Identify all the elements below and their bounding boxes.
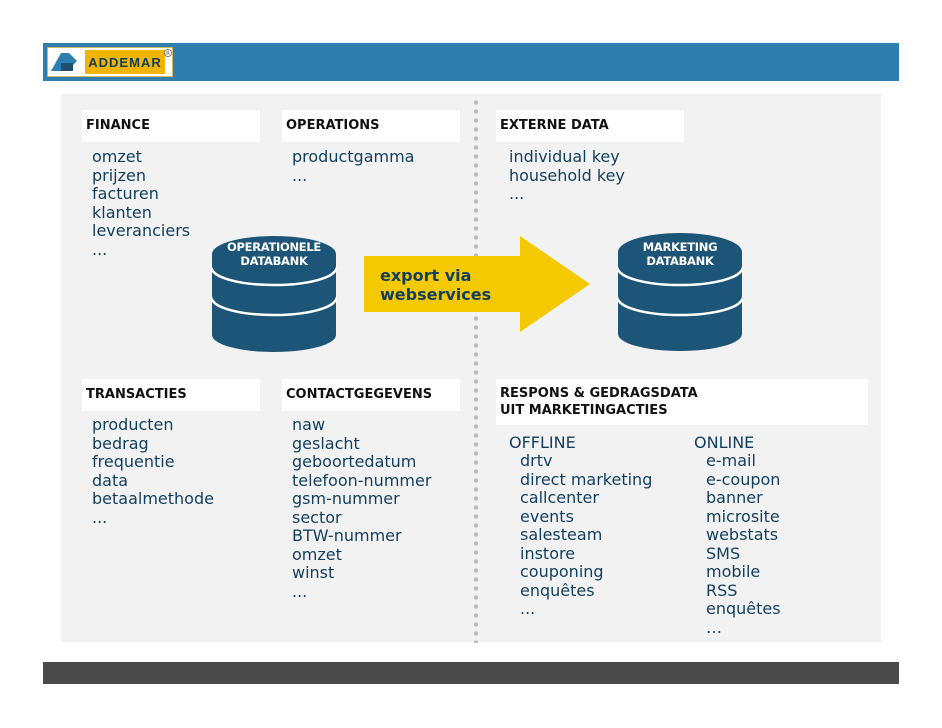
- respons-header-line2: UIT MARKETINGACTIES: [500, 403, 668, 418]
- list-item: enquêtes: [706, 599, 781, 618]
- list-item: ...: [292, 165, 308, 185]
- list-item: e-mail: [706, 451, 756, 470]
- contactgegevens-header: CONTACTGEGEVENS: [282, 379, 460, 411]
- list-item: callcenter: [520, 488, 599, 507]
- list-item: geslacht: [292, 433, 360, 453]
- online-list: e-mail e-coupon banner microsite webstat…: [706, 451, 781, 637]
- respons-header: RESPONS & GEDRAGSDATA UIT MARKETINGACTIE…: [496, 379, 868, 425]
- finance-header: FINANCE: [82, 110, 260, 142]
- marketing-db-label: MARKETING DATABANK: [618, 240, 742, 268]
- arrow-label: export via webservices: [380, 266, 491, 304]
- export-arrow: [364, 236, 590, 332]
- marketing-database-icon: [616, 233, 744, 351]
- operations-list: productgamma ...: [292, 147, 415, 185]
- db-label-line2: DATABANK: [240, 254, 308, 268]
- header-bar: [43, 43, 899, 81]
- list-item: data: [92, 470, 129, 490]
- list-item: events: [520, 506, 574, 526]
- diagram-background: [61, 94, 881, 642]
- list-item: direct marketing: [520, 469, 653, 489]
- list-item: drtv: [520, 451, 553, 470]
- list-item: productgamma: [292, 147, 415, 166]
- db-label-line1: OPERATIONELE: [227, 240, 321, 254]
- list-item: webstats: [706, 525, 779, 544]
- list-item: winst: [292, 563, 335, 582]
- list-item: mobile: [706, 562, 761, 581]
- svg-text:R: R: [166, 51, 170, 57]
- list-item: betaalmethode: [92, 489, 214, 508]
- transacties-list: producten bedrag frequentie data betaalm…: [92, 415, 214, 527]
- list-item: klanten: [92, 202, 152, 222]
- list-item: individual key: [509, 147, 620, 166]
- list-item: household key: [509, 165, 625, 185]
- list-item: naw: [292, 415, 326, 434]
- list-item: SMS: [706, 543, 741, 563]
- list-item: bedrag: [92, 433, 149, 453]
- list-item: …: [706, 617, 722, 637]
- respons-header-line1: RESPONS & GEDRAGSDATA: [500, 386, 698, 401]
- dotted-divider: [474, 98, 478, 643]
- transacties-header: TRANSACTIES: [82, 379, 260, 411]
- footer-bar: [43, 662, 899, 684]
- list-item: ...: [509, 184, 525, 203]
- finance-list: omzet prijzen facturen klanten leveranci…: [92, 147, 191, 259]
- list-item: producten: [92, 415, 174, 434]
- list-item: ...: [292, 581, 308, 601]
- db-label-line2: DATABANK: [646, 254, 714, 268]
- list-item: enquêtes: [520, 580, 595, 600]
- contactgegevens-list: naw geslacht geboortedatum telefoon-numm…: [292, 415, 432, 601]
- arrow-label-line2: webservices: [380, 285, 492, 304]
- list-item: facturen: [92, 184, 159, 203]
- offline-title: OFFLINE: [509, 433, 576, 452]
- list-item: microsite: [706, 506, 780, 526]
- list-item: sector: [292, 507, 342, 527]
- list-item: couponing: [520, 562, 604, 581]
- list-item: leveranciers: [92, 221, 191, 240]
- list-item: RSS: [706, 580, 738, 600]
- list-item: banner: [706, 488, 763, 507]
- externe-data-list: individual key household key ...: [509, 147, 625, 204]
- list-item: BTW-nummer: [292, 526, 402, 545]
- operations-header: OPERATIONS: [282, 110, 460, 142]
- arrow-label-line1: export via: [380, 266, 472, 285]
- list-item: e-coupon: [706, 469, 781, 489]
- offline-list: drtv direct marketing callcenter events …: [520, 451, 653, 619]
- list-item: ...: [92, 239, 108, 259]
- list-item: salesteam: [520, 525, 603, 544]
- online-title: ONLINE: [694, 433, 755, 452]
- addemar-logo: ADDEMAR R: [47, 47, 173, 77]
- operational-database-icon: [210, 236, 338, 352]
- operational-db-label: OPERATIONELE DATABANK: [212, 240, 336, 268]
- svg-text:ADDEMAR: ADDEMAR: [88, 55, 161, 70]
- list-item: telefoon-nummer: [292, 470, 432, 490]
- list-item: omzet: [92, 147, 142, 166]
- list-item: geboortedatum: [292, 452, 417, 471]
- db-label-line1: MARKETING: [642, 240, 718, 254]
- list-item: ...: [92, 507, 108, 527]
- list-item: instore: [520, 543, 576, 563]
- list-item: omzet: [292, 544, 342, 564]
- list-item: ...: [520, 599, 536, 618]
- list-item: frequentie: [92, 452, 175, 471]
- externe-data-header: EXTERNE DATA: [496, 110, 684, 142]
- list-item: gsm-nummer: [292, 489, 400, 508]
- list-item: prijzen: [92, 165, 147, 185]
